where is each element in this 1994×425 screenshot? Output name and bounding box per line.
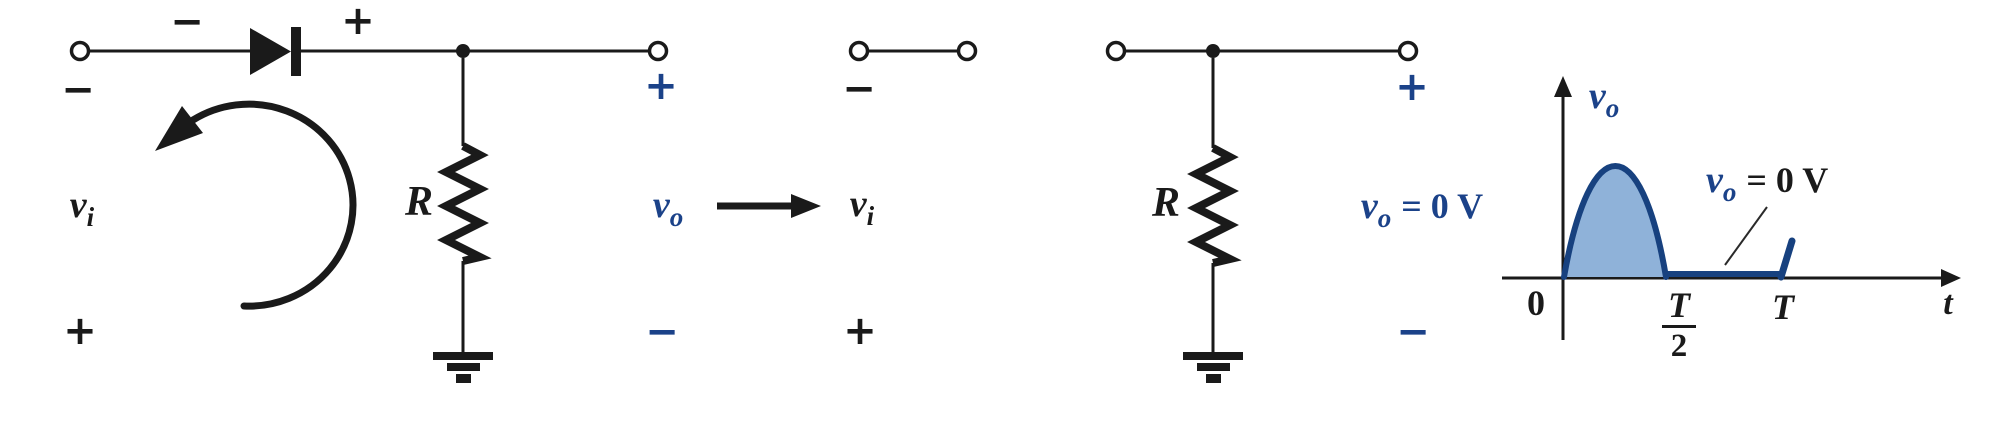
plot-half-period-tick-label: T 2 (1662, 287, 1696, 363)
half-period-numerator: T (1668, 285, 1690, 325)
vi-label: vi (69, 184, 94, 231)
circuit2-resistor-zigzag (1187, 144, 1242, 267)
next-cycle-rise-segment (1777, 237, 1796, 281)
plot-x-axis-label: t (1943, 285, 1953, 322)
vo-equals-zero-sub: o (1377, 203, 1392, 233)
circuit2-resistor-label: R (1151, 180, 1181, 226)
circuit1-input-terminal (69, 40, 91, 62)
open-wire-right-terminal (956, 40, 978, 62)
current-loop-arc (189, 100, 357, 310)
vi-label-sub: i (86, 202, 95, 232)
annotation-pointer-line (1724, 206, 1768, 266)
vo-equals-zero-eq: = 0 V (1401, 186, 1484, 226)
circuit1-ground-bar3 (456, 374, 471, 383)
fraction-bar (1662, 325, 1696, 328)
vo-equals-zero-v: v (1360, 185, 1378, 227)
circuit1-schematic (69, 27, 669, 383)
vi-bottom-plus-sign: + (63, 308, 97, 354)
current-loop-arrowhead-icon (155, 106, 203, 151)
annotation-sub: o (1722, 177, 1737, 207)
annotation-eq: = 0 V (1746, 160, 1829, 200)
vo-label-v: v (652, 184, 670, 226)
plot-y-axis-v: v (1588, 75, 1606, 117)
vo-label: vo (652, 184, 683, 231)
vo-label-sub: o (669, 202, 684, 232)
circuit2-ground-bar2 (1197, 363, 1230, 371)
implies-arrowhead-icon (791, 194, 821, 218)
output-waveform-plot (1502, 76, 1961, 340)
plot-y-axis-label: vo (1588, 75, 1619, 122)
plot-y-axis-sub: o (1605, 93, 1620, 123)
open-diode-equivalent (848, 40, 978, 62)
circuit1-ground-bar2 (447, 363, 480, 371)
vo-zero-top-plus-sign: + (1395, 64, 1429, 110)
annotation-v: v (1706, 159, 1723, 201)
vi-top-minus-sign: − (61, 67, 95, 113)
voltage-axis-arrowhead-icon (1554, 76, 1572, 97)
circuit1-resistor-label: R (404, 179, 434, 225)
circuit1-node-dot (456, 44, 470, 58)
plot-origin-label: 0 (1527, 283, 1545, 323)
equiv-vi-label: vi (849, 183, 874, 230)
vo-equals-zero-label: vo = 0 V (1360, 185, 1484, 232)
circuit2-ground-bar3 (1206, 374, 1221, 383)
circuit2-output-terminal (1397, 40, 1419, 62)
vi-label-v: v (69, 184, 87, 226)
diode-cathode-plus-sign: + (341, 0, 375, 44)
circuit1-ground-bar1 (433, 352, 493, 360)
circuit1-resistor-zigzag (437, 142, 492, 265)
equiv-vi-bottom-plus-sign: + (843, 308, 877, 354)
open-wire-left-terminal (848, 40, 870, 62)
vo-bottom-minus-sign: − (645, 309, 679, 355)
equiv-vi-top-minus-sign: − (842, 66, 876, 112)
half-sine-curve (1561, 163, 1669, 280)
implies-arrow (717, 194, 821, 218)
diode-triangle-icon (250, 28, 291, 75)
circuit2-ground-bar1 (1183, 352, 1243, 360)
vo-zero-bottom-minus-sign: − (1396, 309, 1430, 355)
plot-period-tick-label: T (1772, 287, 1794, 327)
circuit2-node-dot (1206, 44, 1220, 58)
plot-zero-volt-annotation: vo = 0 V (1706, 159, 1829, 206)
circuit1-output-terminal (647, 40, 669, 62)
equiv-vi-label-v: v (849, 183, 867, 225)
circuit2-schematic (1105, 40, 1419, 383)
vo-top-plus-sign: + (644, 63, 678, 109)
equiv-vi-label-sub: i (866, 201, 875, 231)
time-axis-arrowhead-icon (1941, 269, 1961, 287)
half-period-denominator: 2 (1670, 328, 1688, 364)
diode-cathode-bar-icon (291, 27, 301, 76)
diode-anode-minus-sign: − (170, 0, 204, 45)
circuit2-input-terminal (1105, 40, 1127, 62)
